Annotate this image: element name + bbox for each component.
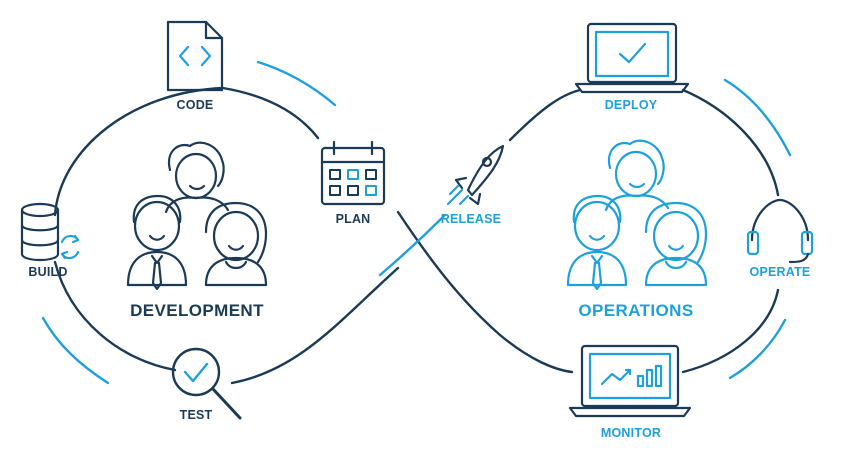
stage-label-operate: OPERATE bbox=[749, 265, 811, 279]
stage-label-monitor: MONITOR bbox=[600, 426, 662, 440]
loop-left-lower-arc bbox=[53, 260, 177, 372]
headset-icon bbox=[746, 198, 814, 264]
loop-bottom-left-arc bbox=[230, 266, 400, 385]
dev-team-people-icon bbox=[126, 141, 268, 291]
stage-label-test: TEST bbox=[179, 408, 213, 422]
stage-label-code: CODE bbox=[176, 98, 214, 112]
ops-team-people-icon bbox=[566, 139, 708, 291]
loop-right-lower-arc bbox=[681, 288, 780, 374]
stage-label-deploy: DEPLOY bbox=[604, 98, 658, 112]
code-file-icon bbox=[166, 20, 224, 92]
loop-top-left-arc bbox=[221, 86, 320, 140]
magnifier-check-icon bbox=[171, 347, 242, 420]
database-sync-icon bbox=[20, 202, 81, 262]
stage-label-build: BUILD bbox=[28, 265, 68, 279]
loop-right-top-arc bbox=[508, 88, 582, 142]
loop-left-arc bbox=[53, 86, 225, 217]
development-title: DEVELOPMENT bbox=[130, 301, 264, 320]
laptop-check-icon bbox=[574, 22, 690, 94]
calendar-icon bbox=[320, 140, 386, 206]
stage-label-release: RELEASE bbox=[440, 212, 502, 226]
rocket-icon bbox=[446, 144, 505, 206]
operations-title: OPERATIONS bbox=[578, 301, 694, 320]
loop-cross-down bbox=[396, 210, 574, 374]
infinity-loop bbox=[53, 86, 780, 385]
stage-label-plan: PLAN bbox=[335, 212, 371, 226]
laptop-chart-icon bbox=[568, 344, 692, 418]
accent-arcs bbox=[41, 60, 792, 385]
loop-cross-up bbox=[378, 213, 447, 277]
loop-right-arc bbox=[681, 88, 780, 197]
